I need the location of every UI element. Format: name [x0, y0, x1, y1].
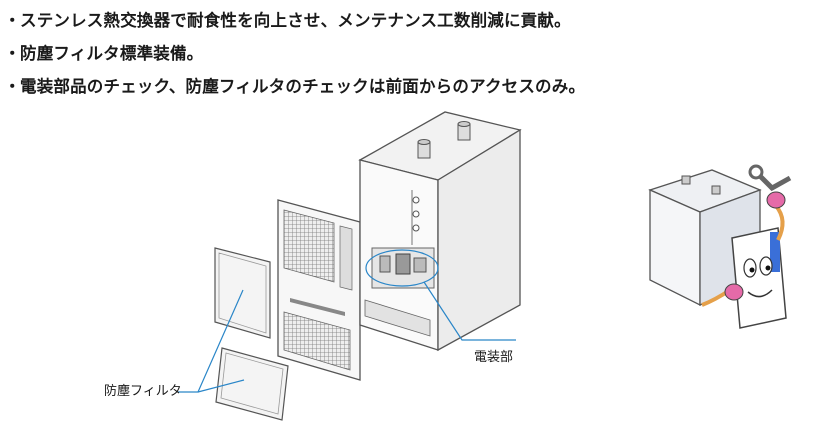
dust-filter-panel-lower	[215, 347, 289, 421]
product-illustration	[178, 111, 792, 421]
electrical-section-label: 電装部	[474, 350, 514, 365]
callout-lines	[178, 281, 516, 393]
chiller-unit-body	[358, 111, 522, 352]
feature-item: ・防塵フィルタ標準装備。	[4, 44, 204, 63]
feature-item: ・ステンレス熱交換器で耐食性を向上させ、メンテナンス工数削減に貢献。	[4, 11, 571, 30]
feature-item: ・電装部品のチェック、防塵フィルタのチェックは前面からのアクセスのみ。	[4, 77, 586, 96]
front-door-panel	[277, 199, 361, 381]
dust-filter-label: 防塵フィルタ	[104, 384, 182, 399]
mascot-illustration	[648, 164, 792, 329]
dust-filter-panel-upper	[214, 247, 271, 339]
feature-list: ・ステンレス熱交換器で耐食性を向上させ、メンテナンス工数削減に貢献。 ・防塵フィ…	[4, 4, 585, 103]
